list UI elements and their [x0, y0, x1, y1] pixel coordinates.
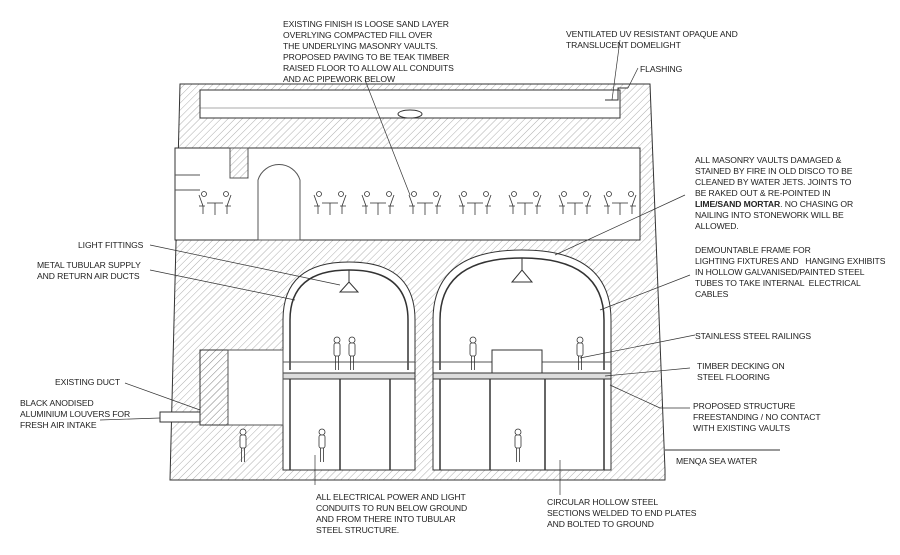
table-set [603, 191, 637, 215]
label-electrical-conduits: ALL ELECTRICAL POWER AND LIGHT CONDUITS … [316, 492, 468, 535]
table-set [508, 191, 542, 215]
label-flashing: FLASHING [640, 64, 683, 74]
person-figure [576, 336, 584, 370]
person-figure [469, 336, 477, 370]
label-demountable-frame: DEMOUNTABLE FRAME FOR LIGHTING FIXTURES … [695, 245, 886, 299]
display-case [491, 349, 543, 374]
duct-louvers [199, 349, 229, 426]
air-duct [227, 349, 284, 426]
label-existing-duct: EXISTING DUCT [55, 377, 121, 387]
deck-right [432, 372, 612, 380]
label-timber-decking: TIMBER DECKING ON STEEL FLOORING [697, 361, 785, 382]
label-light-fittings: LIGHT FITTINGS [78, 240, 144, 250]
masonry-text-b: . NO CHASING OR NAILING INTO STONEWORK W… [695, 199, 854, 231]
person-figure [514, 428, 522, 462]
person-figure [348, 336, 356, 370]
person-figure [318, 428, 326, 462]
deck-left [282, 372, 416, 380]
label-proposed-structure: PROPOSED STRUCTURE FREESTANDING / NO CON… [693, 401, 821, 433]
label-hollow-steel: CIRCULAR HOLLOW STEEL SECTIONS WELDED TO… [547, 497, 697, 529]
label-masonry-vaults: ALL MASONRY VAULTS DAMAGED & STAINED BY … [695, 155, 853, 232]
table-set [198, 191, 232, 215]
light-fitting [510, 269, 534, 283]
masonry-text-bold: LIME/SAND MORTAR [695, 199, 781, 209]
table-set [558, 191, 592, 215]
label-domelight: VENTILATED UV RESISTANT OPAQUE AND TRANS… [566, 29, 738, 50]
existing-duct [159, 411, 201, 423]
light-fitting [338, 281, 360, 293]
dining-tables [198, 191, 637, 215]
person-figure [333, 336, 341, 370]
label-railings: STAINLESS STEEL RAILINGS [695, 331, 812, 341]
table-set [361, 191, 395, 215]
restaurant-room [174, 147, 641, 241]
masonry-text-a: ALL MASONRY VAULTS DAMAGED & STAINED BY … [695, 155, 853, 198]
table-set [313, 191, 347, 215]
vault-left [282, 261, 416, 471]
label-existing-finish: EXISTING FINISH IS LOOSE SAND LAYER OVER… [283, 19, 454, 84]
table-set [458, 191, 492, 215]
person-figure [239, 428, 247, 462]
domelight [397, 109, 423, 119]
label-sea-water: MENQA SEA WATER [676, 456, 758, 466]
label-louvers: BLACK ANODISED ALUMINIUM LOUVERS FOR FRE… [20, 398, 131, 430]
table-set [408, 191, 442, 215]
label-air-ducts: METAL TUBULAR SUPPLY AND RETURN AIR DUCT… [37, 260, 141, 281]
leader-lines [99, 39, 696, 495]
flashing [605, 87, 628, 101]
